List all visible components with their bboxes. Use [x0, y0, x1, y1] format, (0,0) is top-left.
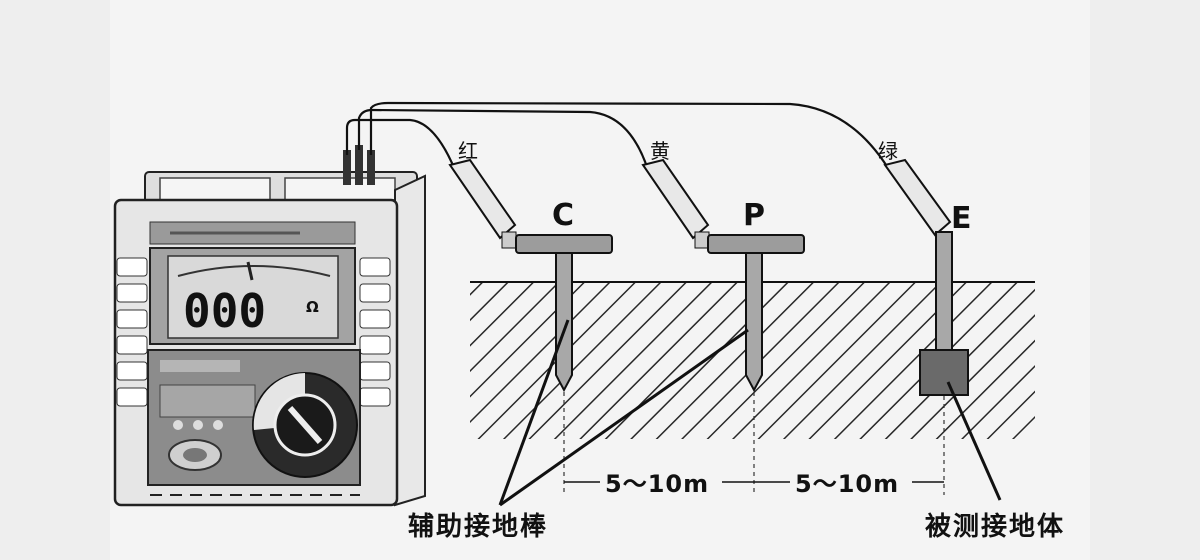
wire-yellow-label: 黄: [650, 139, 670, 163]
yellow-lead: [357, 108, 650, 171]
green-lead: [369, 101, 889, 169]
red-lead: [345, 118, 457, 171]
clip-yellow: [641, 158, 710, 249]
distance-p-e: 5～10m: [795, 470, 899, 498]
rod-p: [707, 234, 805, 393]
terminal-e-label: E: [951, 201, 972, 236]
test-leads: [345, 101, 889, 171]
range-dial: [252, 372, 358, 478]
caption-auxiliary-rods: 辅助接地棒: [408, 512, 548, 542]
rod-c: [515, 234, 613, 393]
leader-lines: [498, 319, 1002, 507]
wire-green-label: 绿: [878, 139, 898, 163]
lcd-reading: 000: [183, 284, 266, 338]
clip-green: [883, 158, 952, 237]
left-grip: [116, 257, 148, 407]
left-margin: [0, 0, 110, 560]
right-margin: [1090, 0, 1200, 560]
rod-e: [919, 231, 969, 396]
distance-c-p: 5～10m: [605, 470, 709, 498]
earth-tester: [113, 171, 426, 507]
dimension-guides: [563, 392, 945, 495]
terminal-c-label: C: [552, 198, 574, 233]
clip-red: [448, 158, 517, 249]
right-grip: [359, 257, 391, 407]
wire-red-label: 红: [458, 139, 478, 163]
lcd-unit: Ω: [306, 298, 319, 316]
meter-terminals: [343, 145, 375, 185]
terminal-p-label: P: [743, 198, 765, 233]
caption-tested-earth-body: 被测接地体: [925, 512, 1065, 542]
